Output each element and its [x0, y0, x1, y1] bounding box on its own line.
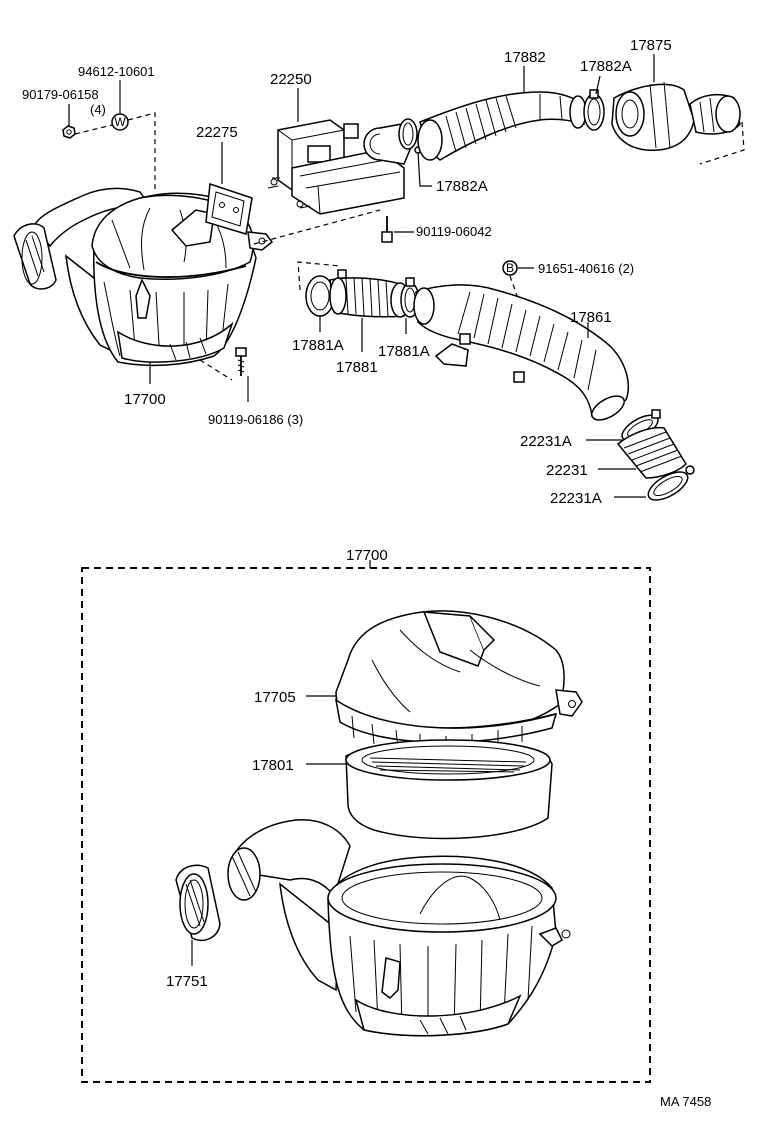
label-17882: 17882 — [504, 49, 546, 66]
washer-icon: W — [111, 113, 129, 131]
label-91651-40616: 91651-40616 (2) — [538, 261, 634, 276]
air-flow-meter-22250 — [267, 119, 415, 215]
label-22231A-bottom: 22231A — [550, 490, 602, 507]
label-90119-06186: 90119-06186 (3) — [208, 412, 303, 427]
label-17801: 17801 — [252, 757, 294, 774]
air-cleaner-assembly — [13, 187, 274, 367]
label-94612-10601: 94612-10601 — [78, 64, 155, 79]
hex-nut-icon — [62, 125, 76, 139]
washer-symbol: W — [114, 115, 126, 129]
clamp-17881A-left — [305, 269, 347, 317]
label-90119-06042: 90119-06042 — [416, 224, 492, 239]
bolt-icon — [381, 216, 393, 243]
reference-code: MA 7458 — [660, 1094, 711, 1109]
label-22231: 22231 — [546, 462, 588, 479]
resonator-17875 — [611, 81, 741, 151]
hose-17861 — [413, 284, 630, 421]
hose-17881 — [329, 277, 410, 318]
bolt-icon — [235, 347, 247, 376]
clamp-17882A-left — [398, 118, 422, 154]
label-17700-top: 17700 — [124, 391, 166, 408]
label-22231A-top: 22231A — [520, 433, 572, 450]
label-17882A-mid: 17882A — [436, 178, 488, 195]
label-22275: 22275 — [196, 124, 238, 141]
label-90179-qty: (4) — [90, 102, 106, 117]
label-17875: 17875 — [630, 37, 672, 54]
bolt-icon: B — [502, 260, 518, 276]
clamp-22231A-bottom — [647, 465, 695, 501]
label-17881: 17881 — [336, 359, 378, 376]
label-17700-box: 17700 — [346, 547, 388, 564]
label-90179-06158: 90179-06158 — [22, 87, 99, 102]
label-17861: 17861 — [570, 309, 612, 326]
gasket-22275 — [205, 182, 253, 235]
hose-17882 — [417, 91, 587, 161]
bolt-symbol: B — [506, 261, 514, 275]
air-filter-element-17801 — [345, 739, 553, 840]
label-17882A-top: 17882A — [580, 58, 632, 75]
label-22250: 22250 — [270, 71, 312, 88]
label-17751: 17751 — [166, 973, 208, 990]
inlet-gasket-17751 — [175, 864, 221, 942]
label-17705: 17705 — [254, 689, 296, 706]
label-17881A-left: 17881A — [292, 337, 344, 354]
air-cleaner-case — [227, 819, 571, 1037]
clamp-17882A-right — [583, 89, 605, 131]
air-cleaner-cap-17705 — [334, 610, 583, 752]
hose-22231 — [616, 426, 687, 479]
label-17881A-right: 17881A — [378, 343, 430, 360]
